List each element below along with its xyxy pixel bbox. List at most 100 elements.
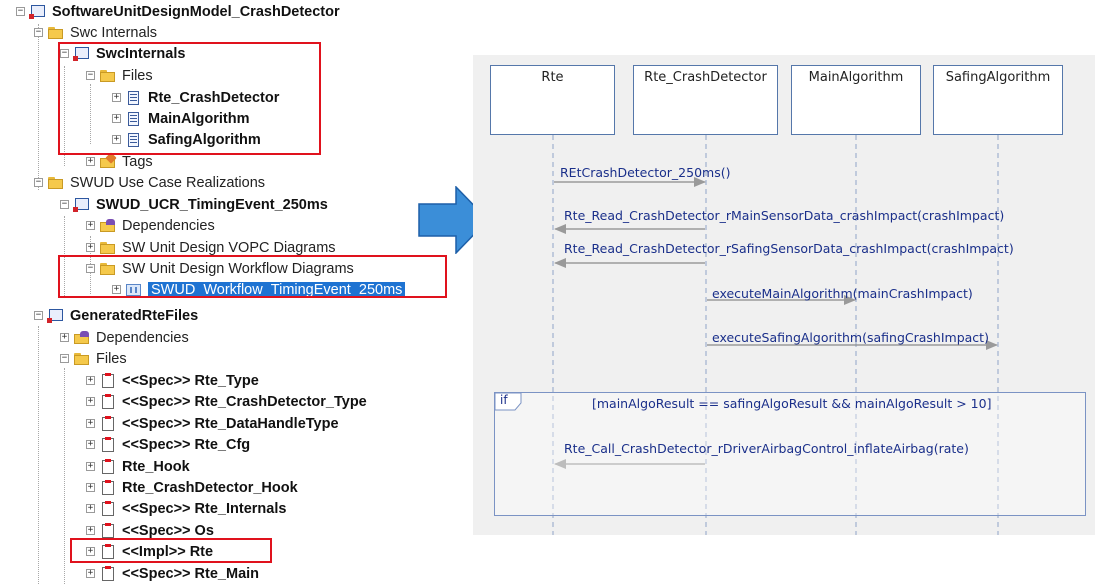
file-icon [99, 458, 117, 475]
lifeline-label: Rte [541, 70, 564, 85]
tree-item-gen[interactable]: + <<Spec>> Rte_Main [86, 563, 259, 584]
expand-toggle[interactable]: + [112, 134, 121, 144]
expand-toggle[interactable]: + [86, 375, 95, 385]
collapse-toggle[interactable]: − [60, 199, 69, 209]
folder-icon [47, 175, 65, 191]
expand-toggle[interactable]: + [86, 418, 95, 428]
tree-item-label: <<Spec>> Os [122, 522, 214, 539]
folder-open-icon [73, 351, 91, 367]
expand-toggle[interactable]: + [86, 482, 95, 492]
tree-item-gen[interactable]: + <<Spec>> Os [86, 520, 214, 541]
tree-item-swc-internals-folder[interactable]: − Swc Internals [34, 22, 157, 43]
tree-item-swud-ucr[interactable]: − SWUD_UCR_TimingEvent_250ms [60, 194, 328, 215]
file-icon [125, 90, 143, 106]
tree-item-label: <<Spec>> Rte_DataHandleType [122, 415, 339, 432]
tree-item-file[interactable]: + Rte_CrashDetector [112, 87, 279, 108]
message-label[interactable]: Rte_Read_CrashDetector_rSafingSensorData… [564, 241, 1014, 256]
tree-root-label: SoftwareUnitDesignModel_CrashDetector [52, 3, 340, 20]
file-icon [99, 565, 117, 582]
tree-item-gen[interactable]: + <<Spec>> Rte_Cfg [86, 434, 250, 455]
expand-toggle[interactable]: + [86, 546, 95, 556]
lifeline-label: Rte_CrashDetector [644, 70, 767, 85]
tree-item-swud-use-case-folder[interactable]: − SWUD Use Case Realizations [34, 172, 265, 193]
expand-toggle[interactable]: + [86, 461, 95, 471]
tree-item-files[interactable]: − Files [86, 65, 153, 86]
file-icon [99, 500, 117, 517]
expand-toggle[interactable]: + [86, 396, 95, 406]
expand-toggle[interactable]: + [86, 220, 95, 230]
combined-fragment-if[interactable]: if [mainAlgoResult == safingAlgoResult &… [494, 392, 1086, 516]
file-icon [99, 372, 117, 389]
tree-root[interactable]: − SoftwareUnitDesignModel_CrashDetector [16, 1, 340, 22]
file-icon [99, 522, 117, 539]
collapse-toggle[interactable]: − [16, 6, 25, 16]
expand-toggle[interactable]: + [86, 156, 95, 166]
tree-item-gen[interactable]: + <<Spec>> Rte_DataHandleType [86, 413, 339, 434]
highlight-box-swcinternals [58, 42, 321, 155]
expand-toggle[interactable]: + [86, 503, 95, 513]
tree-item-tags[interactable]: + Tags [86, 151, 153, 172]
collapse-toggle[interactable]: − [34, 27, 43, 37]
lifeline-safingalgorithm[interactable]: SafingAlgorithm [933, 65, 1063, 135]
collapse-toggle[interactable]: − [86, 263, 95, 273]
expand-toggle[interactable]: + [86, 242, 95, 252]
folder-icon [47, 25, 65, 41]
message-label[interactable]: executeMainAlgorithm(mainCrashImpact) [712, 286, 973, 301]
lifeline-rte-crashdetector[interactable]: Rte_CrashDetector [633, 65, 778, 135]
tree-item-label: Dependencies [96, 329, 189, 346]
expand-toggle[interactable]: + [86, 439, 95, 449]
tree-item-label-selected: SWUD_Workflow_TimingEvent_250ms [148, 281, 406, 298]
tree-item-file[interactable]: + MainAlgorithm [112, 108, 250, 129]
right-arrow-icon [418, 186, 490, 254]
message-label[interactable]: REtCrashDetector_250ms() [560, 165, 731, 180]
workflow-diagram-icon [125, 282, 143, 298]
collapse-toggle[interactable]: − [60, 353, 69, 363]
collapse-toggle[interactable]: − [60, 48, 69, 58]
message-label[interactable]: executeSafingAlgorithm(safingCrashImpact… [712, 330, 989, 345]
sequence-diagram: Rte Rte_CrashDetector MainAlgorithm Safi… [473, 55, 1095, 535]
expand-toggle[interactable]: + [86, 525, 95, 535]
tree-item-gen[interactable]: + <<Spec>> Rte_CrashDetector_Type [86, 391, 367, 412]
tree-item-file[interactable]: + SafingAlgorithm [112, 129, 261, 150]
expand-toggle[interactable]: + [112, 113, 121, 123]
message-label[interactable]: Rte_Call_CrashDetector_rDriverAirbagCont… [564, 441, 969, 456]
collapse-toggle[interactable]: − [34, 177, 43, 187]
expand-toggle[interactable]: + [112, 284, 121, 294]
tree-item-gen[interactable]: + <<Spec>> Rte_Type [86, 370, 259, 391]
message-label[interactable]: Rte_Read_CrashDetector_rMainSensorData_c… [564, 208, 1005, 223]
tree-item-gen-dependencies[interactable]: + Dependencies [60, 327, 189, 348]
expand-toggle[interactable]: + [86, 568, 95, 578]
expand-toggle[interactable]: + [60, 332, 69, 342]
tree-item-swcinternals[interactable]: − SwcInternals [60, 43, 185, 64]
lifeline-rte[interactable]: Rte [490, 65, 615, 135]
tree-item-gen[interactable]: + <<Spec>> Rte_Internals [86, 498, 286, 519]
dependencies-icon [99, 218, 117, 234]
package-icon [73, 197, 91, 213]
collapse-toggle[interactable]: − [34, 310, 43, 320]
collapse-toggle[interactable]: − [86, 70, 95, 80]
tree-item-workflow-folder[interactable]: − SW Unit Design Workflow Diagrams [86, 258, 354, 279]
package-icon [47, 308, 65, 324]
tree-item-label: <<Spec>> Rte_Cfg [122, 436, 251, 453]
lifeline-label: SafingAlgorithm [945, 70, 1051, 85]
tree-item-vopc[interactable]: + SW Unit Design VOPC Diagrams [86, 237, 336, 258]
expand-toggle[interactable]: + [112, 92, 121, 102]
tree-item-gen[interactable]: + <<Impl>> Rte [86, 541, 213, 562]
tree-item-label: SW Unit Design VOPC Diagrams [122, 239, 336, 256]
tree-item-gen[interactable]: + Rte_CrashDetector_Hook [86, 477, 298, 498]
folder-open-icon [99, 68, 117, 84]
model-tree: − SoftwareUnitDesignModel_CrashDetector … [0, 0, 460, 584]
lifeline-mainalgorithm[interactable]: MainAlgorithm [791, 65, 921, 135]
tree-item-dependencies[interactable]: + Dependencies [86, 215, 215, 236]
tree-item-workflow-diagram[interactable]: + SWUD_Workflow_TimingEvent_250ms [112, 279, 406, 300]
package-icon [73, 46, 91, 62]
tree-item-generated[interactable]: − GeneratedRteFiles [34, 305, 198, 326]
tree-item-gen[interactable]: + Rte_Hook [86, 456, 190, 477]
tree-item-label: <<Spec>> Rte_Internals [122, 500, 287, 517]
fragment-guard: [mainAlgoResult == safingAlgoResult && m… [592, 396, 992, 411]
tree-item-label: Rte_Hook [122, 458, 190, 475]
dependencies-icon [73, 330, 91, 346]
tree-item-gen-files[interactable]: − Files [60, 348, 127, 369]
file-icon [99, 415, 117, 432]
folder-open-icon [99, 261, 117, 277]
